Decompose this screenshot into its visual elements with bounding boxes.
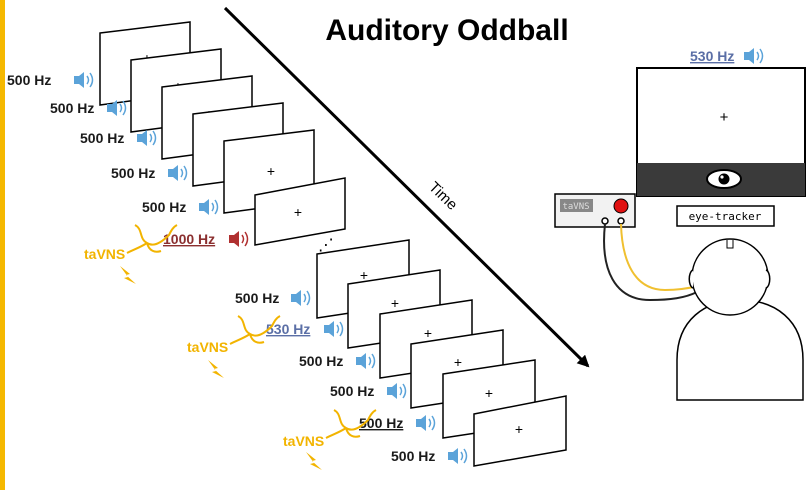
speaker-icon	[415, 414, 436, 432]
participant	[676, 238, 804, 401]
svg-text:+: +	[485, 385, 493, 401]
speaker-icon	[355, 352, 376, 370]
speaker-icon	[228, 230, 249, 248]
page-title: Auditory Oddball	[325, 14, 568, 47]
time-label: Time	[425, 179, 460, 214]
tone-label: 500 Hz	[359, 415, 403, 431]
svg-text:+: +	[454, 354, 462, 370]
svg-text:+: +	[720, 109, 729, 126]
tavns-label: taVNS	[187, 339, 228, 355]
lightning-icon	[306, 452, 322, 470]
tone-label: 500 Hz	[330, 383, 374, 399]
tavns-label: taVNS	[283, 433, 324, 449]
tone-label-target: 530 Hz	[266, 321, 310, 337]
tavns-marker: taVNS	[283, 409, 377, 470]
stimulus-screen: +	[254, 177, 346, 246]
speaker-icon	[136, 129, 157, 147]
speaker-icon	[73, 71, 94, 89]
accent-bar	[0, 0, 5, 490]
speaker-icon	[167, 164, 188, 182]
sequence-ellipsis: ⋰	[318, 237, 334, 254]
speaker-icon	[386, 382, 407, 400]
tone-labels-top: 500 Hz 500 Hz 500 Hz 500 Hz 500 Hz 1000 …	[7, 71, 249, 248]
speaker-icon	[323, 320, 344, 338]
tone-label: 500 Hz	[235, 290, 279, 306]
tavns-marker: taVNS	[84, 224, 178, 284]
cable-yellow	[620, 223, 699, 292]
tavns-device: taVNS	[554, 193, 636, 228]
tone-label: 500 Hz	[142, 199, 186, 215]
tone-labels-bottom: 500 Hz 530 Hz 500 Hz 500 Hz 500 Hz 500 H…	[235, 289, 468, 465]
time-arrow-icon	[223, 6, 590, 368]
tone-label: 500 Hz	[7, 72, 51, 88]
tavns-device-label: taVNS	[562, 202, 589, 212]
speaker-icon	[198, 198, 219, 216]
stimulus-stack-bottom: + + + + + +	[316, 239, 567, 467]
tone-label: 500 Hz	[50, 100, 94, 116]
svg-text:+: +	[267, 163, 275, 179]
tone-label-deviant: 1000 Hz	[163, 231, 215, 247]
svg-text:+: +	[424, 325, 432, 341]
tone-label: 500 Hz	[80, 130, 124, 146]
tone-label: 500 Hz	[391, 448, 435, 464]
tavns-marker: taVNS	[187, 315, 281, 378]
svg-text:+: +	[391, 295, 399, 311]
stimulation-button	[613, 198, 629, 214]
lightning-icon	[120, 266, 136, 284]
stimulus-screen: +	[473, 395, 567, 467]
speaker-icon	[743, 47, 764, 65]
eye-icon	[706, 169, 742, 189]
tavns-label: taVNS	[84, 246, 125, 262]
eye-tracker-tag	[676, 205, 775, 227]
tone-label: 500 Hz	[111, 165, 155, 181]
svg-text:+: +	[360, 267, 368, 283]
tone-label: 500 Hz	[299, 353, 343, 369]
eye-tracker-label: eye-tracker	[689, 210, 762, 223]
monitor: +	[636, 67, 806, 197]
stimulus-stack-top: + + + + + +	[99, 21, 346, 246]
svg-text:+: +	[294, 204, 302, 220]
experimental-setup: + 530 Hz eye-tracker taVNS	[554, 47, 806, 401]
cable-black	[603, 223, 698, 302]
svg-text:+: +	[515, 421, 523, 437]
speaker-icon	[290, 289, 311, 307]
lightning-icon	[208, 360, 224, 378]
monitor-tone-label: 530 Hz	[690, 48, 734, 64]
speaker-icon	[447, 447, 468, 465]
